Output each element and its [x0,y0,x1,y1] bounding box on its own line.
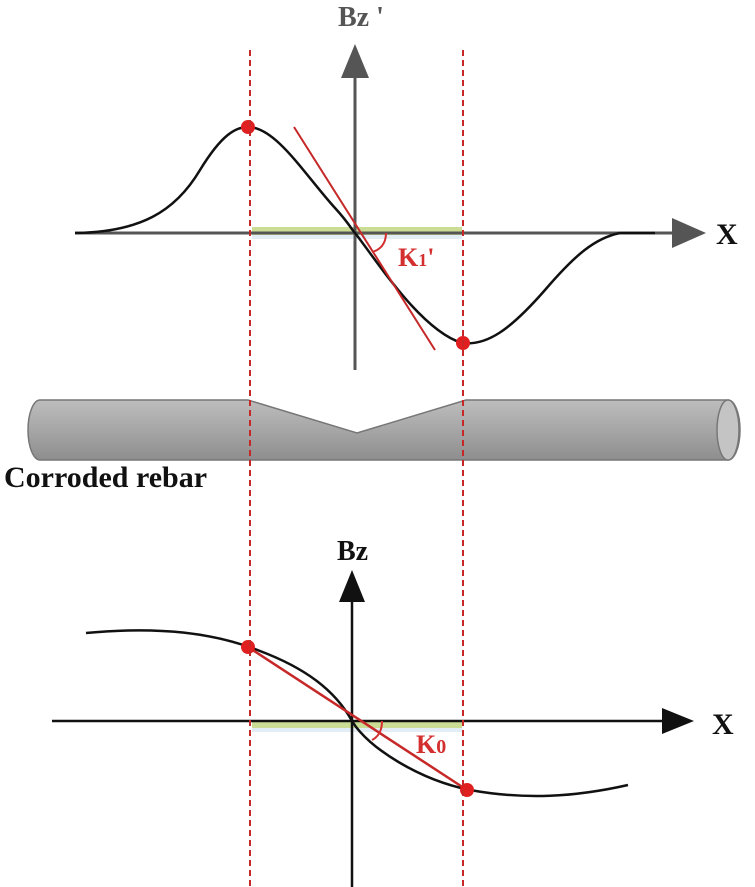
bottom-slope-label-sub: 0 [436,736,446,758]
rebar-caption: Corroded rebar [4,461,207,494]
bottom-corrosion-band [252,720,462,728]
top-y-axis-label: Bz ' [338,2,384,33]
top-tangent-line [293,126,436,351]
bottom-slope-label: K0 [416,730,446,759]
top-max-marker [241,120,255,134]
bottom-left-marker [241,640,255,654]
bottom-slope-angle-arc [371,720,383,741]
rebar-end-cap [716,399,740,461]
top-y-axis-arrowhead [341,44,369,78]
bottom-x-axis-arrowhead [662,708,694,734]
bottom-field-curve [85,629,629,798]
top-derivative-curve [74,125,655,345]
corroded-rebar: Corroded rebar [4,399,741,494]
bottom-slope-label-main: K [416,730,437,759]
bottom-plot: Bz X K0 [52,536,734,887]
bottom-y-axis-label: Bz [337,536,368,567]
rebar-body [27,399,741,461]
top-slope-label: K1' [398,243,434,272]
top-plot: Bz ' X K1' [74,2,738,370]
top-slope-label-main: K [398,243,419,272]
top-slope-angle-arc [371,232,387,253]
top-slope-label-sub: 1 [418,250,427,270]
bottom-secant-line [247,645,468,792]
top-x-axis-arrowhead [672,218,706,248]
top-corrosion-band [252,227,462,235]
bottom-y-axis-arrowhead [339,570,365,602]
top-x-axis-label: X [716,218,738,251]
bottom-x-axis-label: X [712,708,734,741]
top-slope-label-prime: ' [427,243,434,272]
